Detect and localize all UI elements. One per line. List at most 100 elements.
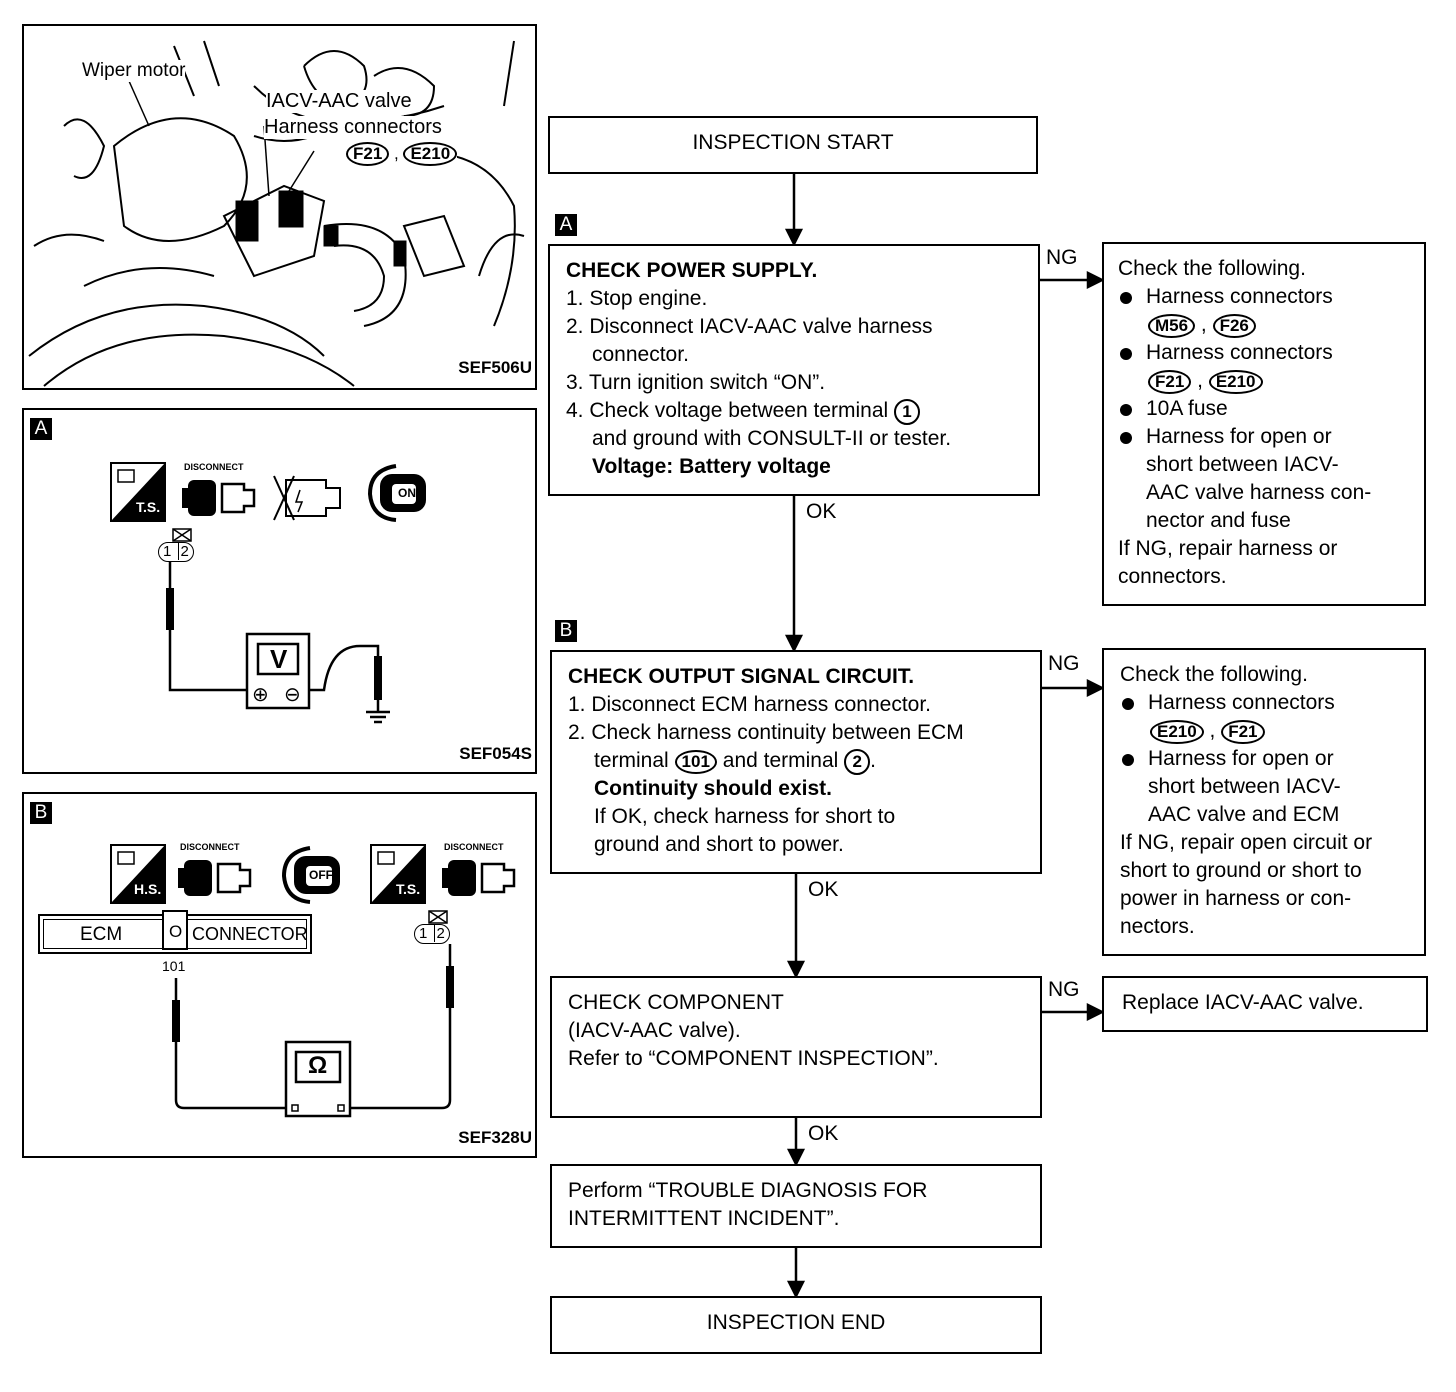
step-a-text: 4. Check voltage between terminal (566, 399, 889, 422)
ts-icon (110, 462, 166, 522)
iacv-valve-label: IACV-AAC valve (266, 90, 412, 113)
step-a-line: 1. Stop engine. (566, 287, 708, 310)
ng-b-item: Harness for open or (1120, 745, 1424, 773)
ecm-label: ECM (80, 924, 123, 945)
ng-a-item: Harness connectors (1118, 339, 1424, 367)
disconnect-connector-icon (442, 860, 516, 896)
minus-terminal: ⊖ (284, 684, 301, 706)
ng-label-b: NG (1048, 652, 1080, 675)
harness-connectors-label: Harness connectors (264, 116, 442, 139)
trouble-diagnosis-box: Perform “TROUBLE DIAGNOSIS FOR INTERMITT… (550, 1164, 1042, 1248)
step-b-note: ground and short to power. (594, 833, 844, 856)
disconnect-icon-label: DISCONNECT (184, 462, 244, 472)
ignition-off-label: OFF (309, 868, 333, 882)
connector-pins: 1 2 (414, 924, 450, 944)
ignition-off-icon (281, 846, 340, 904)
connector-f21-badge: F21 (1221, 720, 1265, 744)
step-b-spec: Continuity should exist. (594, 777, 833, 800)
engine-photo-panel: Wiper motor IACV-AAC valve Harness conne… (22, 24, 537, 390)
photo-connector-codes: F21 , E210 (346, 142, 458, 166)
step-b-note: If OK, check harness for short to (594, 805, 896, 828)
connector-e210-badge: E210 (1150, 720, 1204, 744)
step-a-line: 3. Turn ignition switch “ON”. (566, 371, 826, 394)
inspection-start-box: INSPECTION START (548, 116, 1038, 174)
ng-b-remedy: If NG, repair open circuit or (1120, 831, 1373, 854)
diagram-panel-a: A T.S. DISCONNECT ON 1 2 (22, 408, 537, 774)
terminal-1-badge: 1 (894, 399, 921, 425)
plus-terminal: ⊕ (252, 684, 269, 706)
figure-code: SEF328U (458, 1128, 532, 1147)
ng-b-result-box: Check the following. Harness connectors … (1102, 648, 1426, 956)
voltmeter-symbol: V (270, 644, 288, 674)
ng-label-c: NG (1048, 978, 1080, 1001)
ng-b-item: Harness connectors (1120, 689, 1424, 717)
step-b-text: and terminal (722, 749, 839, 772)
step-b-title: CHECK OUTPUT SIGNAL CIRCUIT. (568, 665, 915, 688)
connector-f26-badge: F26 (1212, 314, 1256, 338)
figure-code: SEF054S (459, 744, 532, 763)
replace-valve-text: Replace IACV-AAC valve. (1122, 991, 1364, 1014)
ok-label-a: OK (806, 500, 837, 523)
step-b-line: 2. Check harness continuity between ECM (568, 721, 964, 744)
hs-icon-label: H.S. (134, 881, 162, 897)
ng-a-connectors: F21 , E210 (1118, 367, 1424, 395)
ng-c-result-box: Replace IACV-AAC valve. (1102, 976, 1428, 1032)
ng-b-title: Check the following. (1120, 663, 1308, 686)
connector-e210-badge: E210 (403, 142, 458, 166)
step-a-line: and ground with CONSULT-II or tester. (592, 427, 952, 450)
ts-icon (370, 844, 426, 904)
disconnect-icon-label: DISCONNECT (180, 842, 240, 852)
ok-label-c: OK (808, 1122, 839, 1145)
ohmmeter-symbol: Ω (308, 1052, 328, 1079)
figure-code: SEF506U (458, 358, 532, 377)
connector-m56-badge: M56 (1148, 314, 1196, 338)
step-b-text: terminal (594, 749, 669, 772)
step-a-line: 4. Check voltage between terminal 1 (566, 397, 1038, 425)
ng-label-a: NG (1046, 246, 1078, 269)
diagram-panel-b: B H.S. DISCONNECT OFF T.S. DISCONNECT EC… (22, 792, 537, 1158)
ng-a-item: 10A fuse (1118, 395, 1424, 423)
check-power-supply-box: CHECK POWER SUPPLY. 1. Stop engine. 2. D… (548, 244, 1040, 496)
pin-1: 1 (419, 925, 428, 942)
panel-a-tag: A (30, 418, 52, 440)
step-b-tag: B (555, 620, 577, 642)
ecm-pin-box (162, 910, 188, 950)
harness-connector-symbol (428, 910, 448, 924)
wiper-motor-label: Wiper motor (82, 60, 186, 82)
terminal-2-badge: 2 (844, 749, 871, 775)
inspection-start-text: INSPECTION START (692, 131, 894, 154)
ng-a-result-box: Check the following. Harness connectors … (1102, 242, 1426, 606)
pin-2: 2 (180, 543, 189, 560)
step-c-line: CHECK COMPONENT (568, 991, 784, 1014)
panel-b-tag: B (30, 802, 52, 824)
ng-a-item-cont: AAC valve harness con- (1146, 481, 1372, 504)
ng-b-remedy: power in harness or con- (1120, 887, 1352, 910)
step-c-line: Refer to “COMPONENT INSPECTION”. (568, 1047, 939, 1070)
ng-b-connectors: E210 , F21 (1120, 717, 1424, 745)
inspection-end-box: INSPECTION END (550, 1296, 1042, 1354)
ng-a-connectors: M56 , F26 (1118, 311, 1424, 339)
check-component-box: CHECK COMPONENT (IACV-AAC valve). Refer … (550, 976, 1042, 1118)
step-b-line: terminal 101 and terminal 2. (568, 747, 1040, 775)
connector-e210-badge: E210 (1208, 370, 1263, 394)
ignition-on-label: ON (398, 486, 416, 500)
hs-icon (110, 844, 166, 904)
ng-b-remedy: nectors. (1120, 915, 1195, 938)
ng-b-item-cont: AAC valve and ECM (1148, 803, 1340, 826)
ts-icon-label: T.S. (396, 881, 421, 897)
disconnect-icon-label: DISCONNECT (444, 842, 504, 852)
step-a-spec: Voltage: Battery voltage (592, 455, 831, 478)
ok-label-b: OK (808, 878, 839, 901)
step-a-line: 2. Disconnect IACV-AAC valve harness (566, 315, 933, 338)
disconnect-connector-icon (182, 480, 256, 516)
step-a-tag: A (555, 214, 577, 236)
connector-f21-badge: F21 (346, 142, 390, 166)
inspection-end-text: INSPECTION END (706, 1311, 886, 1334)
step-b-line: 1. Disconnect ECM harness connector. (568, 693, 932, 716)
connector-f21-badge: F21 (1148, 370, 1192, 394)
step-c-line: (IACV-AAC valve). (568, 1019, 741, 1042)
disconnect-connector-icon (178, 860, 252, 896)
ng-a-remedy: If NG, repair harness or (1118, 537, 1338, 560)
ng-a-item-cont: nector and fuse (1146, 509, 1291, 532)
